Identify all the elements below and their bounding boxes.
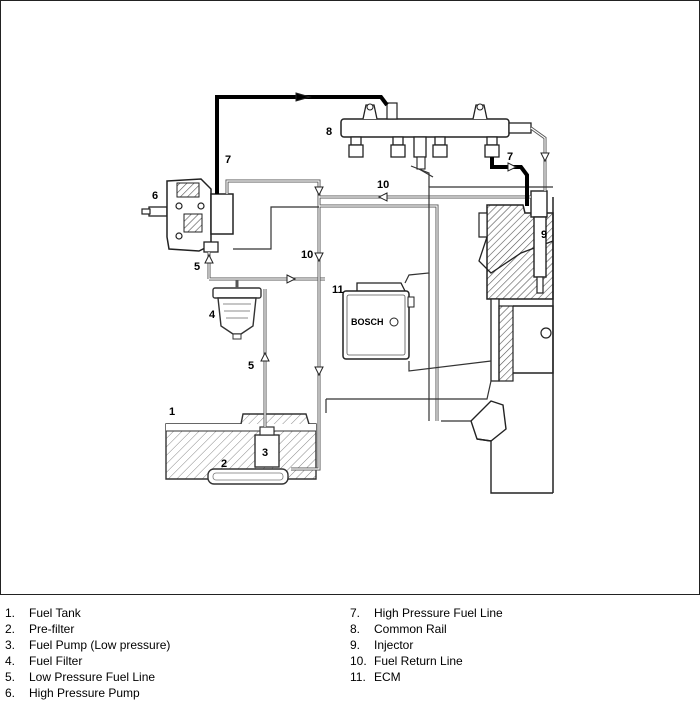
- callout-5-lower: 5: [248, 360, 254, 372]
- diagram-frame: BOSCH: [0, 0, 700, 595]
- legend-item: 3. Fuel Pump (Low pressure): [0, 637, 170, 653]
- legend-number: 5.: [5, 670, 16, 684]
- legend-label: Fuel Return Line: [374, 654, 463, 668]
- high-pressure-pump: [141, 178, 234, 253]
- callout-10-lower: 10: [301, 249, 313, 261]
- legend-number: 1.: [5, 606, 16, 620]
- pre-filter: [207, 468, 289, 485]
- legend-label: High Pressure Fuel Line: [374, 606, 503, 620]
- low-pressure-fuel-line: [207, 252, 325, 427]
- legend-number: 9.: [350, 638, 361, 652]
- legend-item: 7. High Pressure Fuel Line: [345, 605, 503, 621]
- fuel-filter: [212, 287, 262, 340]
- legend-item: 9. Injector: [345, 637, 503, 653]
- legend-label: Pre-filter: [29, 622, 75, 636]
- callout-1: 1: [169, 406, 175, 418]
- callout-2: 2: [221, 458, 227, 470]
- legend-label: Fuel Pump (Low pressure): [29, 638, 171, 652]
- legend-item: 2. Pre-filter: [0, 621, 170, 637]
- legend-item: 4. Fuel Filter: [0, 653, 170, 669]
- fuel-pump-low-pressure: [254, 426, 280, 468]
- legend-item: 6. High Pressure Pump: [0, 685, 170, 701]
- ecm: BOSCH: [342, 282, 415, 360]
- common-rail: [340, 102, 532, 170]
- ecm-brand-label: BOSCH: [351, 317, 384, 327]
- legend-item: 5. Low Pressure Fuel Line: [0, 669, 170, 685]
- legend-number: 7.: [350, 606, 361, 620]
- flow-arrows: [204, 92, 550, 377]
- legend-number: 4.: [5, 654, 16, 668]
- legend-label: ECM: [374, 670, 401, 684]
- callout-7-left: 7: [225, 154, 231, 166]
- legend: 1. Fuel Tank 2. Pre-filter 3. Fuel Pump (Lo…: [0, 605, 700, 700]
- callout-3: 3: [262, 447, 268, 459]
- callout-11: 11: [332, 284, 344, 296]
- legend-item: 1. Fuel Tank: [0, 605, 170, 621]
- fuel-system-diagram: BOSCH: [141, 92, 554, 494]
- legend-label: Injector: [374, 638, 414, 652]
- legend-label: Common Rail: [374, 622, 447, 636]
- callout-7-right: 7: [507, 151, 513, 163]
- legend-label: Fuel Tank: [29, 606, 81, 620]
- callout-8: 8: [326, 126, 332, 138]
- legend-number: 6.: [5, 686, 16, 700]
- legend-label: Fuel Filter: [29, 654, 83, 668]
- callout-4: 4: [209, 309, 216, 321]
- ecm-wiring: [233, 165, 553, 422]
- legend-number: 10.: [350, 654, 367, 668]
- legend-right-column: 7.High Pressure Fuel Line 8.Common Rail …: [345, 605, 503, 685]
- callout-10-upper: 10: [377, 179, 389, 191]
- legend-item: 10. Fuel Return Line: [345, 653, 503, 669]
- legend-number: 11.: [350, 670, 366, 684]
- injector: [530, 190, 548, 294]
- legend-item: 8. Common Rail: [345, 621, 503, 637]
- callout-6: 6: [152, 190, 158, 202]
- legend-item: 11. ECM: [345, 669, 503, 685]
- callout-5-upper: 5: [194, 261, 200, 273]
- legend-number: 3.: [5, 638, 16, 652]
- legend-label: Low Pressure Fuel Line: [29, 670, 156, 684]
- legend-number: 8.: [350, 622, 361, 636]
- legend-left-column: 1. Fuel Tank 2. Pre-filter 3. Fuel Pump (Lo…: [0, 605, 170, 701]
- legend-label: High Pressure Pump: [29, 686, 140, 700]
- legend-number: 2.: [5, 622, 16, 636]
- callout-9: 9: [541, 229, 547, 241]
